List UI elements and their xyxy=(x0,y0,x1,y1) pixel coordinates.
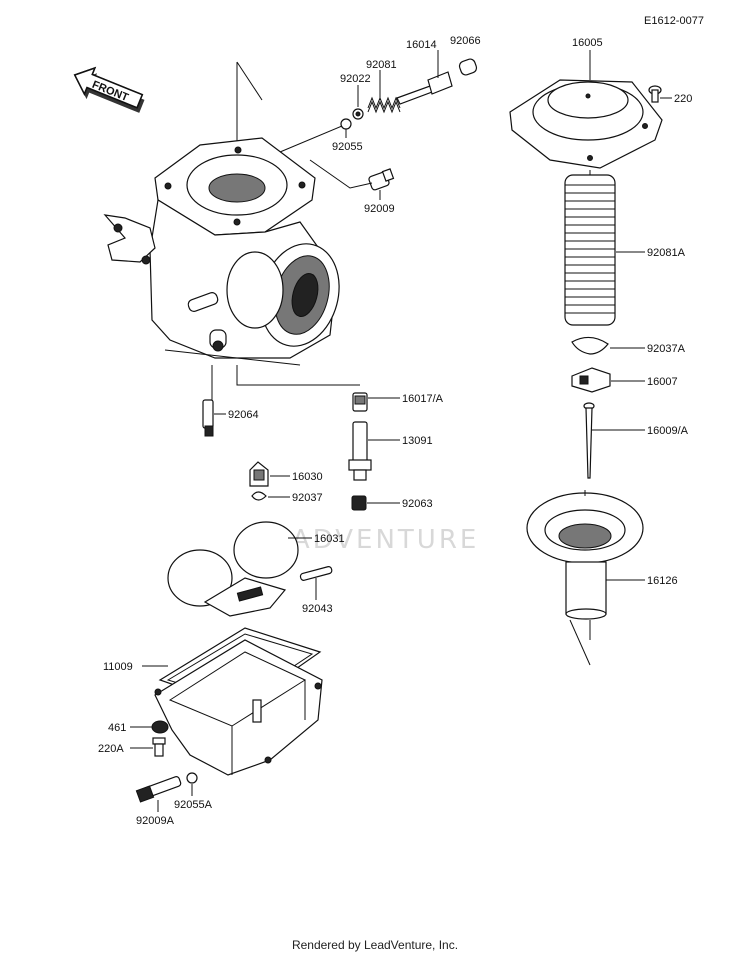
footer-credit: Rendered by LeadVenture, Inc. xyxy=(291,938,459,952)
label-16126: 16126 xyxy=(647,575,678,587)
label-16009A: 16009/A xyxy=(647,425,689,437)
part-16031-float xyxy=(167,521,299,617)
label-92063: 92063 xyxy=(402,498,433,510)
part-92066-cap xyxy=(458,58,478,76)
label-92037A: 92037A xyxy=(647,343,686,355)
label-92022: 92022 xyxy=(340,73,371,85)
part-16007-holder xyxy=(571,367,611,393)
part-92081A-spring xyxy=(564,174,616,326)
part-92064-screw xyxy=(202,399,214,437)
part-92063 xyxy=(351,495,367,511)
label-461: 461 xyxy=(108,722,126,734)
part-13091-needle-jet xyxy=(348,421,372,481)
float-bowl xyxy=(154,639,323,776)
part-92009-screw xyxy=(368,168,395,191)
front-arrow: FRONT xyxy=(73,66,145,113)
part-16017A-jet xyxy=(352,392,368,412)
label-16030: 16030 xyxy=(292,471,323,483)
label-92066: 92066 xyxy=(450,35,481,47)
label-92081: 92081 xyxy=(366,59,397,71)
label-13091: 13091 xyxy=(402,435,433,447)
label-16031: 16031 xyxy=(314,533,345,545)
label-220A: 220A xyxy=(98,743,124,755)
label-92009A: 92009A xyxy=(136,815,175,827)
part-16030-pilot-jet xyxy=(249,461,269,487)
carburetor-body xyxy=(103,61,340,366)
part-16009A-needle xyxy=(583,402,595,479)
label-16005: 16005 xyxy=(572,37,603,49)
label-16017A: 16017/A xyxy=(402,393,444,405)
label-92064: 92064 xyxy=(228,409,259,421)
label-92081A: 92081A xyxy=(647,247,686,259)
label-16014: 16014 xyxy=(406,39,437,51)
label-92043: 92043 xyxy=(302,603,333,615)
part-92009A-drain-screw xyxy=(135,776,182,803)
label-92009: 92009 xyxy=(364,203,395,215)
part-92081-spring xyxy=(367,96,401,114)
part-16014-screw xyxy=(396,71,453,105)
label-11009: 11009 xyxy=(103,661,133,673)
diagram-code: E1612-0077 xyxy=(644,15,704,27)
part-16126-slide xyxy=(526,490,644,620)
label-92055A: 92055A xyxy=(174,799,213,811)
label-92055: 92055 xyxy=(332,141,363,153)
part-220A-screw xyxy=(152,737,166,757)
label-16007: 16007 xyxy=(647,376,678,388)
label-92037: 92037 xyxy=(292,492,323,504)
part-220-screw xyxy=(648,85,662,103)
label-220: 220 xyxy=(674,93,692,105)
part-16005-cover xyxy=(509,79,663,169)
